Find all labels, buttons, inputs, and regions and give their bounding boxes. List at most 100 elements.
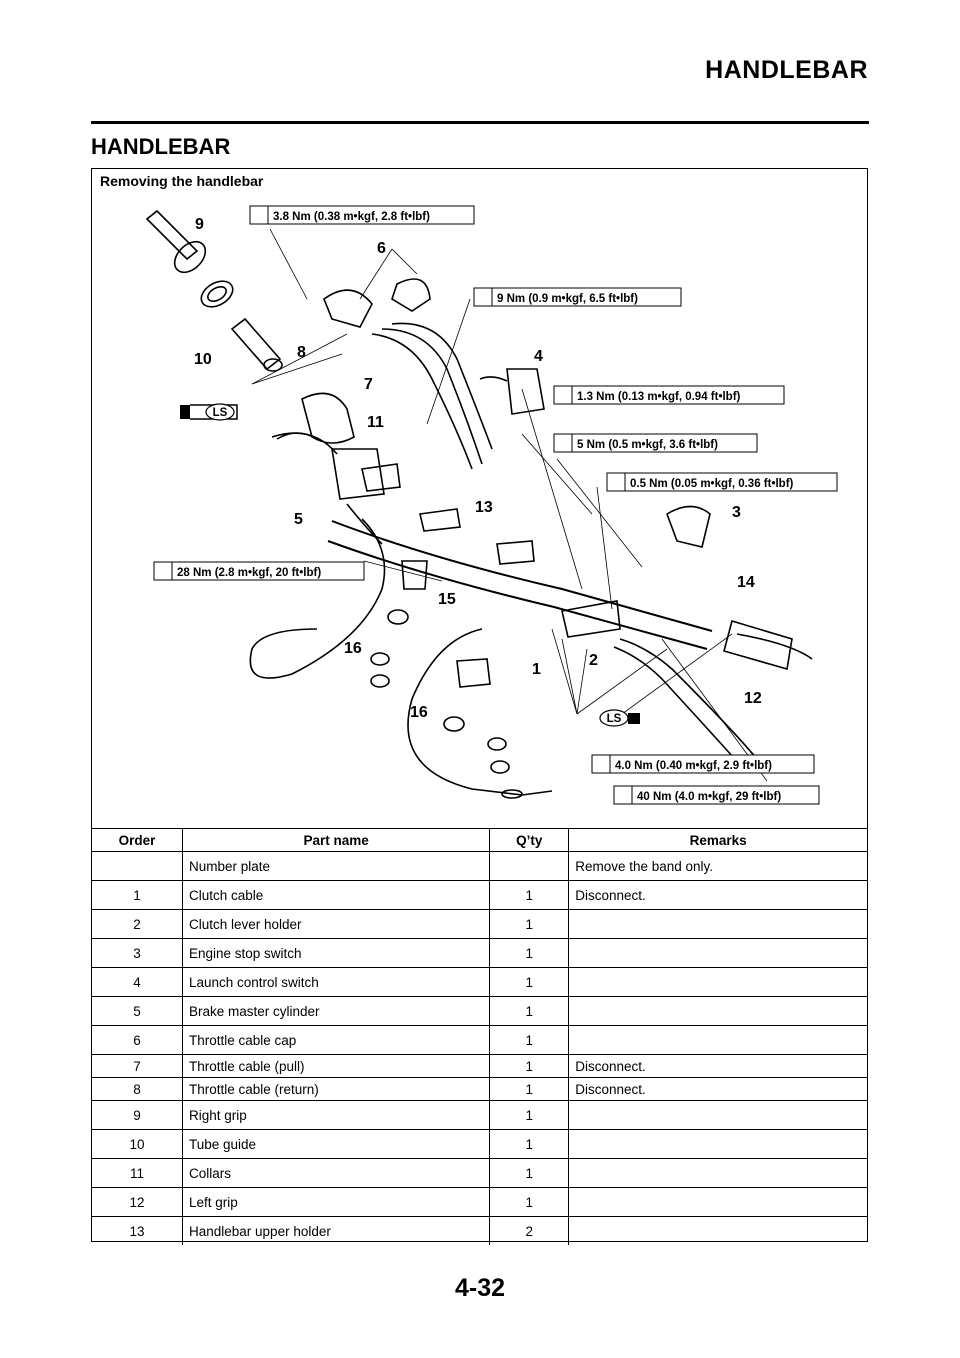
throttle-cap-part — [323, 278, 431, 328]
cell-qty: 1 — [489, 1187, 569, 1217]
cell-remarks — [568, 967, 867, 997]
ls-label-lower: LS — [607, 713, 622, 725]
torque-box-2: 9 Nm (0.9 m•kgf, 6.5 ft•lbf) — [473, 287, 682, 307]
torque-box-4: 5 Nm (0.5 m•kgf, 3.6 ft•lbf) — [553, 433, 758, 453]
right-grip-part — [145, 209, 234, 308]
handlebar-holders-part — [370, 508, 535, 774]
clutch-cable-part — [407, 628, 553, 799]
cell-part: Number plate — [181, 851, 490, 881]
torque-text: 3.8 Nm (0.38 m•kgf, 2.8 ft•lbf) — [273, 211, 430, 223]
cell-order: 2 — [92, 909, 183, 939]
cell-order: 9 — [92, 1100, 183, 1130]
part-num: 6 — [377, 240, 386, 257]
cell-order: 1 — [92, 880, 183, 910]
cell-order: 11 — [92, 1158, 183, 1188]
cell-order: 3 — [92, 938, 183, 968]
cell-remarks — [568, 1158, 867, 1188]
ls-marker-upper: LS — [180, 403, 238, 421]
section-title: HANDLEBAR — [91, 134, 231, 159]
table-row: 10 Tube guide 1 — [92, 1129, 867, 1159]
part-num: 15 — [438, 591, 456, 608]
cell-remarks — [568, 1216, 867, 1245]
cell-qty: 1 — [489, 1158, 569, 1188]
cell-part: Tube guide — [181, 1129, 490, 1159]
table-row: 11 Collars 1 — [92, 1158, 867, 1188]
torque-text: 4.0 Nm (0.40 m•kgf, 2.9 ft•lbf) — [615, 760, 772, 772]
cell-remarks — [568, 909, 867, 939]
handlebar-exploded-diagram: LS LS 9 6 10 8 4 7 11 5 13 3 14 15 16 1 … — [145, 205, 838, 805]
launch-control-switch-part — [479, 368, 545, 415]
table-row: 4 Launch control switch 1 — [92, 967, 867, 997]
cell-order: 8 — [92, 1077, 183, 1101]
header-title: HANDLEBAR — [705, 56, 868, 84]
cell-qty: 1 — [489, 938, 569, 968]
cell-qty: 1 — [489, 1129, 569, 1159]
part-num: 8 — [297, 344, 306, 361]
cell-part: Throttle cable (pull) — [181, 1054, 490, 1078]
cell-qty: 1 — [489, 1100, 569, 1130]
part-num: 9 — [195, 216, 204, 233]
figure-caption: Removing the handlebar — [100, 173, 264, 189]
cell-qty: 1 — [489, 996, 569, 1026]
cell-part: Right grip — [181, 1100, 490, 1130]
torque-box-6: 28 Nm (2.8 m•kgf, 20 ft•lbf) — [153, 561, 365, 581]
parts-table: Order Part name Q’ty Remarks Number plat… — [92, 828, 867, 1245]
torque-text: 9 Nm (0.9 m•kgf, 6.5 ft•lbf) — [497, 293, 638, 305]
cell-remarks — [568, 1187, 867, 1217]
cell-qty — [489, 851, 569, 881]
throttle-housing-part — [276, 392, 355, 444]
cell-part: Left grip — [181, 1187, 490, 1217]
header-part: Part name — [181, 828, 490, 852]
cell-order: 4 — [92, 967, 183, 997]
header-rule — [91, 121, 869, 124]
figure-box: Removing the handlebar — [91, 168, 868, 1245]
table-row: 2 Clutch lever holder 1 — [92, 909, 867, 939]
throttle-cables-part — [371, 322, 493, 470]
left-grip-part — [723, 619, 813, 671]
part-num: 13 — [475, 499, 493, 516]
tube-guide-part — [230, 317, 283, 372]
table-row: 13 Handlebar upper holder 2 — [92, 1216, 867, 1245]
ls-label-upper: LS — [213, 407, 228, 419]
table-row: 12 Left grip 1 — [92, 1187, 867, 1217]
cell-order: 5 — [92, 996, 183, 1026]
torque-box-8: 40 Nm (4.0 m•kgf, 29 ft•lbf) — [613, 785, 820, 805]
part-num: 12 — [744, 690, 762, 707]
table-row: 8 Throttle cable (return) 1 Disconnect. — [92, 1077, 867, 1101]
cell-remarks: Remove the band only. — [568, 851, 867, 881]
cell-part: Throttle cable cap — [181, 1025, 490, 1055]
cell-remarks: Disconnect. — [568, 880, 867, 910]
cell-qty: 1 — [489, 1077, 569, 1101]
cell-part: Clutch lever holder — [181, 909, 490, 939]
torque-box-7: 4.0 Nm (0.40 m•kgf, 2.9 ft•lbf) — [591, 754, 815, 774]
cell-order: 7 — [92, 1054, 183, 1078]
torque-text: 5 Nm (0.5 m•kgf, 3.6 ft•lbf) — [577, 439, 718, 451]
cell-order: 10 — [92, 1129, 183, 1159]
cell-qty: 1 — [489, 1025, 569, 1055]
part-num: 14 — [737, 574, 755, 591]
torque-text: 40 Nm (4.0 m•kgf, 29 ft•lbf) — [637, 791, 781, 803]
cell-remarks — [568, 996, 867, 1026]
cell-qty: 2 — [489, 1216, 569, 1245]
ls-marker-lower: LS — [599, 709, 640, 727]
engine-stop-switch-part — [666, 505, 711, 548]
cell-part: Launch control switch — [181, 967, 490, 997]
torque-spec-boxes: 3.8 Nm (0.38 m•kgf, 2.8 ft•lbf) 9 Nm (0.… — [153, 205, 838, 805]
header-remarks: Remarks — [568, 828, 867, 852]
part-num: 1 — [532, 661, 541, 678]
table-row: 1 Clutch cable 1 Disconnect. — [92, 880, 867, 910]
torque-text: 0.5 Nm (0.05 m•kgf, 0.36 ft•lbf) — [630, 478, 794, 490]
part-num: 3 — [732, 504, 741, 521]
part-num: 5 — [294, 511, 303, 528]
table-row: 6 Throttle cable cap 1 — [92, 1025, 867, 1055]
header-order: Order — [92, 828, 183, 852]
torque-box-1: 3.8 Nm (0.38 m•kgf, 2.8 ft•lbf) — [249, 205, 475, 225]
part-num: 2 — [589, 652, 598, 669]
handlebar-tube-top — [331, 520, 713, 632]
part-num: 10 — [194, 351, 212, 368]
cell-remarks: Disconnect. — [568, 1077, 867, 1101]
cell-remarks — [568, 938, 867, 968]
cell-part: Brake master cylinder — [181, 996, 490, 1026]
cell-remarks — [568, 1129, 867, 1159]
cell-remarks: Disconnect. — [568, 1054, 867, 1078]
